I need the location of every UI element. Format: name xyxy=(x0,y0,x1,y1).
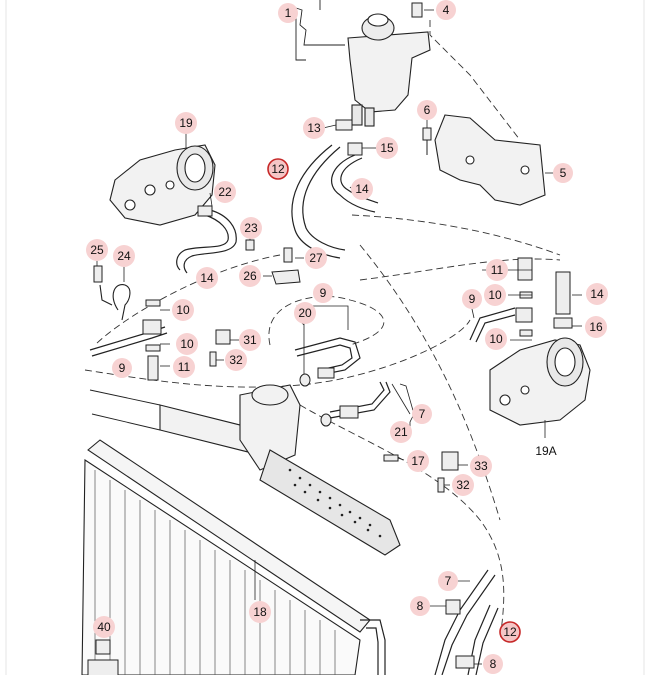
pump-19a-part xyxy=(489,337,591,426)
callout-5: 5 xyxy=(560,166,567,180)
callout-10-right-upper: 10 xyxy=(488,288,502,302)
callout-7-lower: 7 xyxy=(445,574,452,588)
callout-12-upper: 12 xyxy=(271,162,285,176)
callout-7-mid: 7 xyxy=(419,407,426,421)
callout-1: 1 xyxy=(285,6,292,20)
callout-40: 40 xyxy=(97,620,111,634)
callout-19: 19 xyxy=(179,116,193,130)
callout-10-right-lower: 10 xyxy=(489,332,503,346)
callout-10-left-upper: 10 xyxy=(176,303,190,317)
callout-8-upper: 8 xyxy=(417,599,424,613)
callout-4: 4 xyxy=(443,3,450,17)
callout-31: 31 xyxy=(243,333,257,347)
callout-13: 13 xyxy=(307,121,321,135)
callout-27: 27 xyxy=(309,251,323,265)
callout-26: 26 xyxy=(243,269,257,283)
bracket-part xyxy=(434,114,546,206)
reservoir-part xyxy=(347,13,431,127)
callout-15: 15 xyxy=(380,141,394,155)
callout-16: 16 xyxy=(589,320,603,334)
callout-14-right: 14 xyxy=(590,287,604,301)
callout-14-upper: 14 xyxy=(355,182,369,196)
callout-10-left-lower: 10 xyxy=(180,337,194,351)
routing-lines xyxy=(84,20,561,641)
callout-22: 22 xyxy=(218,185,232,199)
callout-11-left: 11 xyxy=(178,360,191,374)
callout-17: 17 xyxy=(411,454,425,468)
callout-18: 18 xyxy=(253,605,267,619)
callout-33: 33 xyxy=(474,459,488,473)
callout-11-right: 11 xyxy=(491,263,504,277)
callout-9-right: 9 xyxy=(469,292,476,306)
callout-25: 25 xyxy=(90,243,104,257)
callout-14-left: 14 xyxy=(200,271,214,285)
callout-9-mid: 9 xyxy=(320,286,327,300)
steering-rack-part xyxy=(159,384,401,556)
callout-24: 24 xyxy=(117,249,131,263)
callout-32-lower: 32 xyxy=(456,478,470,492)
callout-32-mid: 32 xyxy=(229,353,243,367)
callout-6: 6 xyxy=(424,103,431,117)
callout-12-lower: 12 xyxy=(503,625,517,639)
fluid-bottle-part xyxy=(87,639,119,675)
pump-19-part xyxy=(109,144,216,226)
callout-21: 21 xyxy=(394,425,408,439)
callout-9-left: 9 xyxy=(119,361,126,375)
callout-labels: 1 4 5 6 13 12 15 14 19 22 23 14 xyxy=(86,0,608,674)
callout-8-lower: 8 xyxy=(490,657,497,671)
callout-20: 20 xyxy=(298,306,312,320)
callout-23: 23 xyxy=(244,221,258,235)
rack-boot-dots xyxy=(288,468,382,538)
callout-19a: 19A xyxy=(535,444,556,458)
